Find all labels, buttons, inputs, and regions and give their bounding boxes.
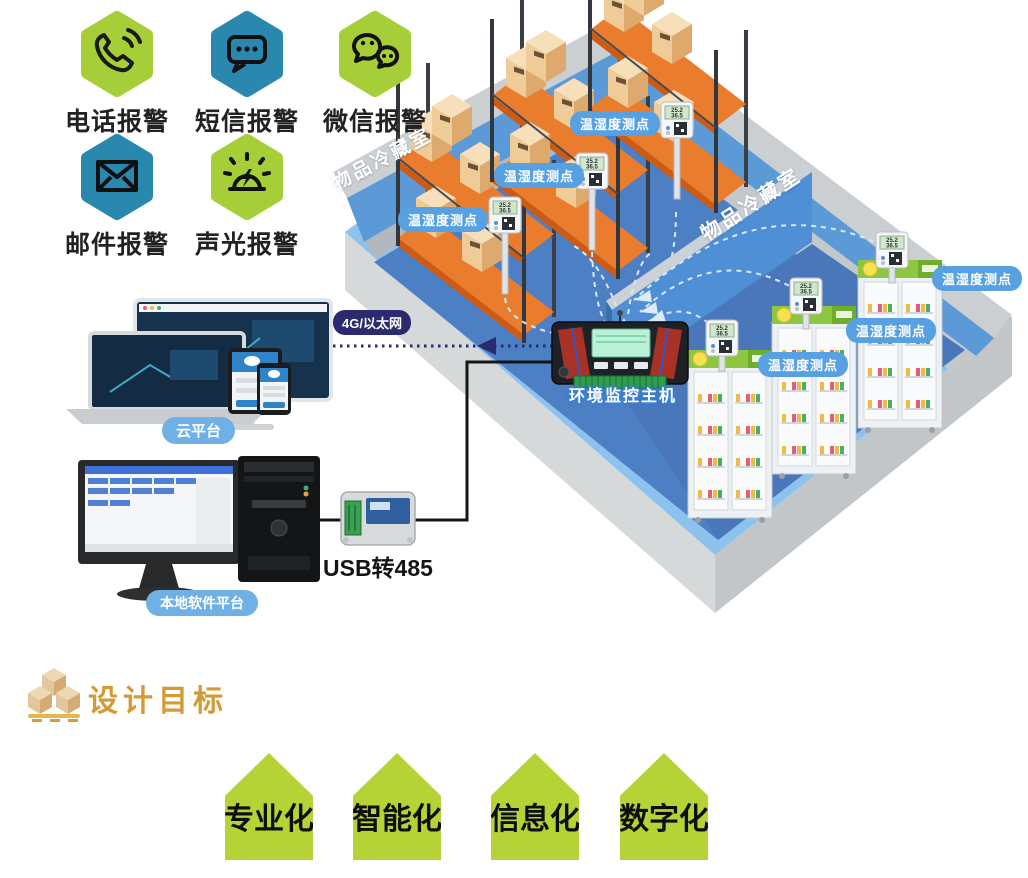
usb-converter-label: USB转485 bbox=[323, 555, 433, 581]
alarm-badge-phone: 电话报警 bbox=[52, 10, 182, 138]
goal-label: 专业化 bbox=[224, 803, 314, 836]
fridge-cabinet bbox=[858, 260, 942, 433]
goal-label: 数字化 bbox=[619, 803, 709, 836]
local-pc bbox=[78, 456, 320, 601]
cloud-platform-label: 云平台 bbox=[162, 417, 236, 444]
fridge-cabinet bbox=[772, 306, 856, 479]
phone-icon bbox=[81, 11, 153, 97]
sensor-point-pill: 温湿度测点 bbox=[494, 163, 585, 188]
alarm-badge-label: 邮件报警 bbox=[64, 231, 169, 259]
sensor-point-pill: 温湿度测点 bbox=[398, 207, 489, 232]
goal-badge: 智能化 bbox=[353, 753, 441, 860]
goal-label: 信息化 bbox=[490, 803, 580, 836]
alarm-badge-label: 电话报警 bbox=[64, 108, 169, 136]
wechat-icon bbox=[339, 11, 411, 97]
divider-wall-top bbox=[606, 163, 812, 310]
goal-badge: 专业化 bbox=[225, 753, 313, 860]
alarm-badge-mail: 邮件报警 bbox=[52, 133, 182, 261]
alarm-badge-siren: 声光报警 bbox=[182, 133, 312, 261]
ethernet-arrowhead bbox=[477, 337, 496, 355]
goal-label: 智能化 bbox=[352, 803, 442, 836]
alarm-badge-label: 声光报警 bbox=[194, 231, 299, 259]
local-platform-label: 本地软件平台 bbox=[146, 590, 258, 616]
wan-link-label: 4G/以太网 bbox=[333, 310, 411, 335]
alarm-badge-label: 微信报警 bbox=[322, 108, 427, 136]
warehouse-scene: 25.2 36.5 bbox=[66, 0, 1012, 613]
goal-badge: 信息化 bbox=[491, 753, 579, 860]
platform-side-left bbox=[345, 232, 715, 613]
design-goals-heading: 设计目标 bbox=[88, 685, 228, 718]
sensor-point-pill: 温湿度测点 bbox=[570, 111, 661, 136]
goal-badge: 数字化 bbox=[620, 753, 708, 860]
mail-icon bbox=[81, 134, 153, 220]
cloud-devices bbox=[66, 298, 333, 430]
monitoring-host bbox=[551, 310, 689, 389]
sensor-point-pill: 温湿度测点 bbox=[846, 318, 937, 343]
alarm-badge-label: 短信报警 bbox=[194, 108, 299, 136]
alarm-badge-wechat: 微信报警 bbox=[310, 10, 440, 138]
host-label: 环境监控主机 bbox=[568, 388, 677, 405]
sensor-point-pill: 温湿度测点 bbox=[932, 266, 1023, 291]
fridge-cabinet bbox=[688, 350, 772, 523]
usb-485-converter bbox=[340, 491, 416, 546]
sms-icon bbox=[211, 11, 283, 97]
siren-icon bbox=[211, 134, 283, 220]
pallet-icon bbox=[28, 668, 80, 722]
sensor-point-pill: 温湿度测点 bbox=[758, 352, 849, 377]
alarm-badge-sms: 短信报警 bbox=[182, 10, 312, 138]
